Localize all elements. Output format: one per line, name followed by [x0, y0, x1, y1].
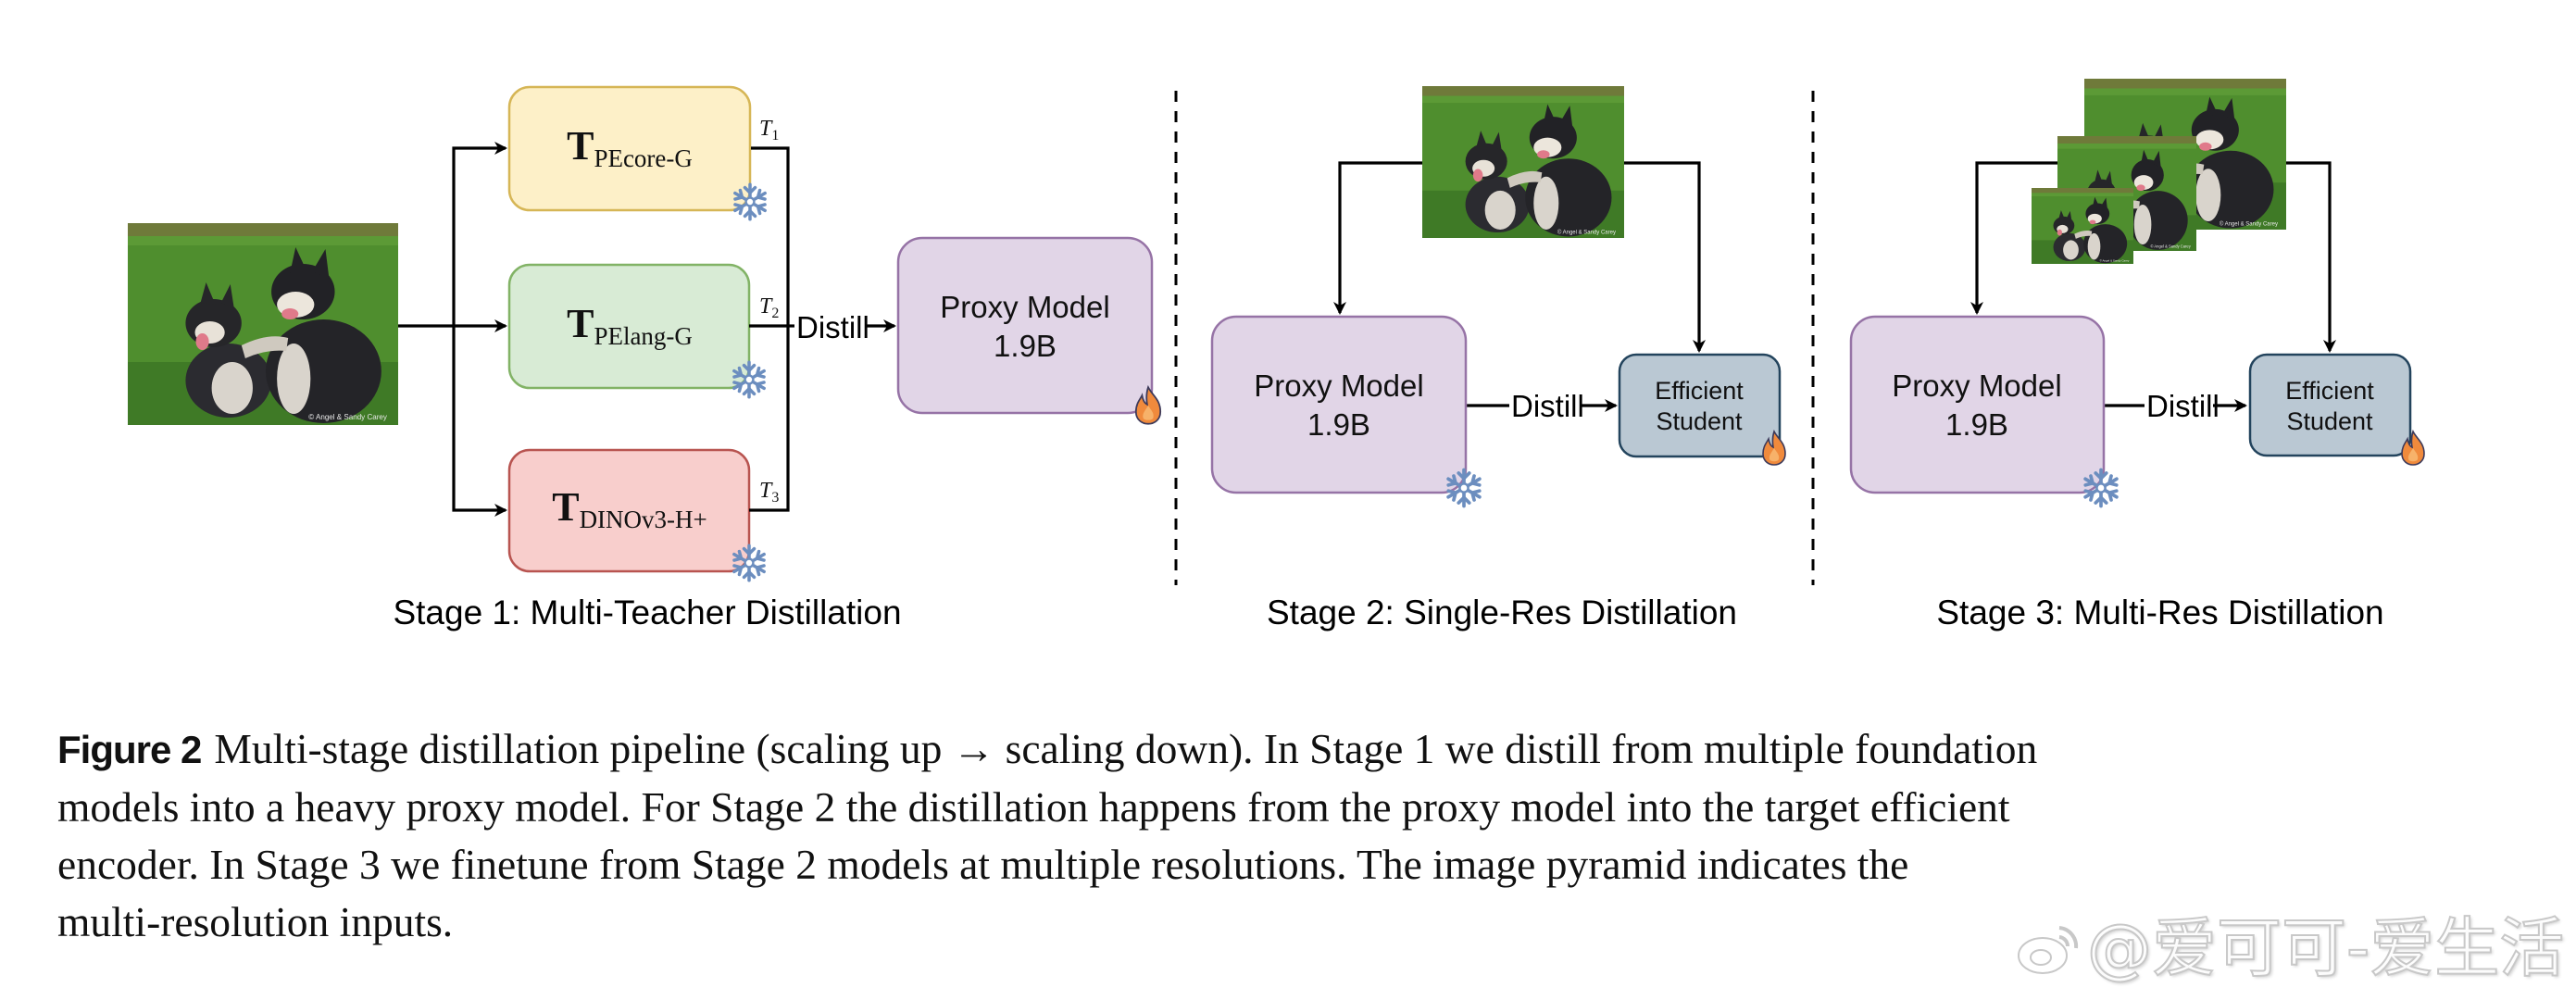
teacher-symbol: T: [567, 123, 594, 169]
student-label-line2: Student: [2286, 407, 2373, 435]
teacher-box-pelang: TPElang-G: [507, 263, 766, 399]
image-pyramid: [2032, 79, 2286, 264]
teacher-output-label: T3: [759, 479, 779, 506]
input-image: [128, 223, 398, 425]
proxy-model-size: 1.9B: [1307, 407, 1370, 442]
efficient-student-box: Efficient Student: [1618, 353, 1786, 466]
teacher-name: PEcore-G: [594, 144, 692, 172]
stage-3: Proxy Model 1.9B Distill Efficient Stude…: [1849, 79, 2425, 631]
figure-label: Figure 2: [57, 728, 202, 771]
teacher-output-label: T1: [759, 117, 779, 144]
stage-2-title: Stage 2: Single-Res Distillation: [1267, 594, 1737, 631]
teacher-box-dinov3: TDINOv3-H+: [507, 448, 766, 582]
input-image: [1422, 86, 1624, 238]
proxy-model-name: Proxy Model: [1892, 369, 2061, 403]
proxy-model-box: Proxy Model 1.9B: [1210, 315, 1482, 508]
teacher-name: PElang-G: [594, 322, 692, 350]
svg-text:TDINOv3-H+: TDINOv3-H+: [552, 484, 707, 533]
teacher-output-label: T2: [759, 294, 779, 321]
proxy-model-size: 1.9B: [994, 329, 1057, 363]
teacher-output-bus: [749, 146, 896, 512]
teacher-symbol: T: [552, 484, 579, 530]
proxy-model-name: Proxy Model: [940, 290, 1109, 324]
proxy-model-box: Proxy Model 1.9B: [1849, 315, 2119, 508]
pyramid-level-small: [2032, 188, 2133, 264]
caption-line: models into a heavy proxy model. For Sta…: [57, 783, 2010, 831]
stage-2: Proxy Model 1.9B Distill Efficient Stude…: [1210, 86, 1786, 631]
teacher-symbol: T: [567, 301, 594, 346]
svg-text:TPEcore-G: TPEcore-G: [567, 123, 693, 172]
watermark-text: @爱可可-爱生活: [2086, 909, 2565, 987]
caption-line: encoder. In Stage 3 we finetune from Sta…: [57, 841, 1909, 888]
proxy-model-box: Proxy Model 1.9B: [896, 236, 1162, 425]
input-fanout-connector: [398, 142, 507, 517]
watermark: @爱可可-爱生活: [2015, 896, 2565, 990]
input-connector: [1970, 161, 2336, 412]
teacher-name: DINOv3-H+: [580, 506, 707, 533]
stage-1-title: Stage 1: Multi-Teacher Distillation: [393, 594, 901, 631]
distill-edge-label: Distill: [796, 310, 869, 344]
teacher-box-pecore: TPEcore-G: [507, 85, 767, 221]
stage-3-title: Stage 3: Multi-Res Distillation: [1936, 594, 2383, 631]
input-connector: [1333, 161, 1706, 412]
stage-1: TPEcore-G TPElang-G TDINOv3-H+ T1 T2: [128, 85, 1162, 631]
pipeline-diagram: © Angel & Sandy Carey: [0, 0, 2425, 631]
efficient-student-box: Efficient Student: [2248, 353, 2425, 466]
svg-text:TPElang-G: TPElang-G: [567, 301, 693, 350]
student-label-line1: Efficient: [1655, 377, 1744, 405]
proxy-model-name: Proxy Model: [1254, 369, 1423, 403]
student-label-line2: Student: [1656, 407, 1743, 435]
distill-edge-label: Distill: [1511, 389, 1584, 423]
proxy-model-size: 1.9B: [1945, 407, 2008, 442]
caption-line: multi-resolution inputs.: [57, 898, 454, 945]
student-label-line1: Efficient: [2285, 377, 2374, 405]
weibo-logo-icon: [2018, 926, 2079, 974]
distill-edge-label: Distill: [2146, 389, 2220, 423]
